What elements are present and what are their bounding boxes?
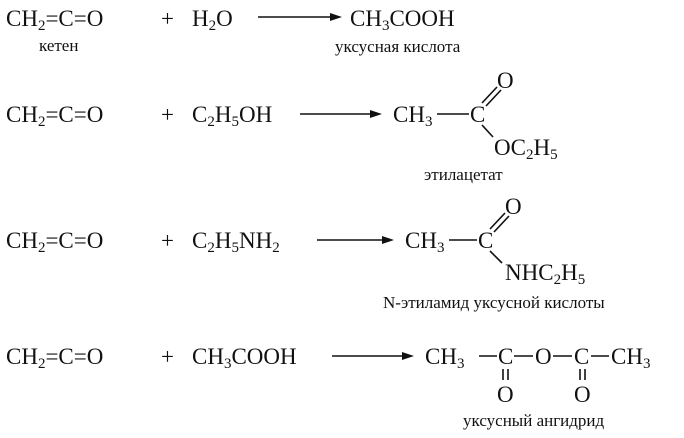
formula-part: CH	[6, 228, 38, 253]
formula-subscript: 3	[381, 18, 390, 34]
formula-subscript: 2	[37, 18, 46, 34]
formula-subscript: 2	[553, 272, 562, 288]
formula-subscript: 2	[37, 356, 46, 372]
reaction-3-product-label: N-этиламид уксусной кислоты	[383, 293, 605, 312]
reaction-3-product-ethylamino: NHC2H5	[505, 260, 585, 288]
formula-part: CH	[350, 6, 382, 31]
formula-part: CH	[6, 102, 38, 127]
formula-part: =C=O	[45, 344, 104, 369]
formula-part: CH	[6, 344, 38, 369]
formula-part: CH	[192, 344, 224, 369]
formula-part: CH	[393, 102, 425, 127]
formula-subscript: 2	[272, 240, 280, 256]
formula-part: NHC	[505, 260, 554, 285]
formula-subscript: 5	[231, 240, 239, 256]
formula-part: H	[214, 228, 232, 253]
formula-part: H	[192, 6, 209, 31]
formula-part: CH	[405, 228, 437, 253]
reaction-2-product-methyl: CH3	[393, 102, 432, 130]
reaction-2-product-label: этилацетат	[424, 165, 503, 184]
reaction-1-reactant-label: кетен	[39, 36, 79, 55]
reaction-1-plus: +	[161, 6, 174, 31]
formula-part: NH	[238, 228, 273, 253]
formula-subscript: 2	[207, 240, 215, 256]
formula-part: OC	[494, 135, 526, 160]
formula-subscript: 3	[436, 240, 445, 256]
formula-subscript: 3	[424, 114, 433, 130]
reaction-2-product-carbonyl-oxygen: O	[497, 68, 514, 93]
formula-part: CH	[425, 344, 457, 369]
formula-subscript: 2	[525, 147, 534, 163]
reaction-4-product-label: уксусный ангидрид	[463, 411, 605, 430]
formula-part: O	[216, 6, 233, 31]
formula-part: C	[192, 102, 208, 127]
reaction-4-reactant-acetic-acid: CH3COOH	[192, 344, 297, 372]
reaction-2-product-carbon: C	[470, 102, 486, 127]
formula-subscript: 2	[37, 240, 46, 256]
reaction-2-product-ethoxy: OC2H5	[494, 135, 558, 163]
formula-subscript: 2	[207, 114, 215, 130]
formula-subscript: 3	[223, 356, 232, 372]
formula-part: CH	[611, 344, 643, 369]
reaction-1-reactant-ketene: CH2=C=O	[6, 6, 104, 34]
formula-part: OH	[238, 102, 273, 127]
formula-part: =C=O	[45, 228, 104, 253]
formula-subscript: 5	[577, 272, 586, 288]
reaction-1-product-label: уксусная кислота	[335, 37, 461, 56]
reaction-3-reactant-ethylamine: C2H5NH2	[192, 228, 280, 256]
reaction-4-product-bridge-oxygen: O	[535, 344, 552, 369]
formula-part: H	[533, 135, 551, 160]
formula-part: COOH	[231, 344, 297, 369]
reaction-4-product-carbon-2: C	[574, 344, 590, 369]
reaction-4-product-methyl-left: CH3	[425, 344, 464, 372]
reaction-4-product-carbon-1: C	[498, 344, 514, 369]
reaction-4-plus: +	[161, 344, 174, 369]
reaction-2-plus: +	[161, 102, 174, 127]
reaction-3-product-carbonyl-oxygen: O	[505, 194, 522, 219]
reaction-4-product-methyl-right: CH3	[611, 344, 650, 372]
reaction-4-product-carbonyl-oxygen-1: O	[497, 382, 514, 407]
formula-subscript: 2	[208, 18, 217, 34]
reaction-2-reactant-ethanol: C2H5OH	[192, 102, 273, 130]
formula-part: CH	[6, 6, 38, 31]
formula-part: =C=O	[45, 6, 104, 31]
formula-subscript: 3	[642, 356, 651, 372]
reaction-3-plus: +	[161, 228, 174, 253]
formula-subscript: 2	[37, 114, 46, 130]
formula-part: C	[192, 228, 208, 253]
formula-part: COOH	[389, 6, 455, 31]
formula-subscript: 5	[231, 114, 239, 130]
reaction-3-reactant-ketene: CH2=C=O	[6, 228, 104, 256]
formula-subscript: 5	[550, 147, 558, 163]
formula-subscript: 3	[456, 356, 465, 372]
reaction-3-product-carbon: C	[478, 228, 494, 253]
formula-part: H	[561, 260, 578, 285]
formula-part: H	[214, 102, 232, 127]
reaction-3-product-methyl: CH3	[405, 228, 444, 256]
reaction-1-product: CH3COOH	[350, 6, 455, 34]
reaction-4-reactant-ketene: CH2=C=O	[6, 344, 104, 372]
reaction-4-product-carbonyl-oxygen-2: O	[574, 382, 591, 407]
reaction-1-reactant-water: H2O	[192, 6, 233, 34]
formula-part: =C=O	[45, 102, 104, 127]
reaction-2-reactant-ketene: CH2=C=O	[6, 102, 104, 130]
